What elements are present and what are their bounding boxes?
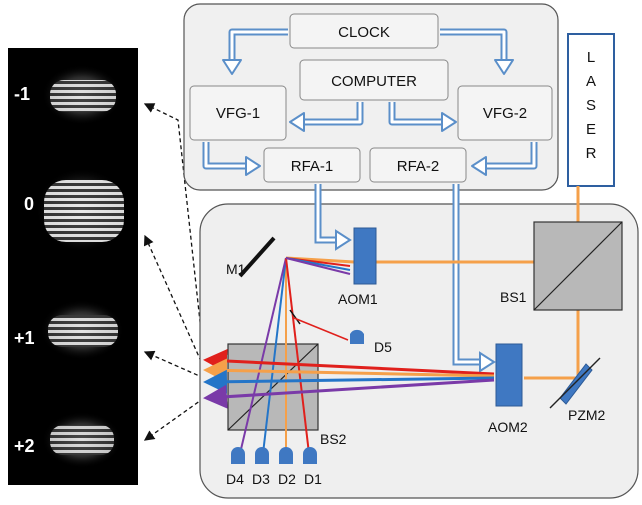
rf-line-rfa2-to-aom2 bbox=[452, 184, 496, 373]
laser-letter-l: L bbox=[587, 49, 595, 66]
vfg1-label: VFG-1 bbox=[216, 105, 260, 122]
order-label-plus1: +1 bbox=[14, 328, 35, 348]
fringe-image-panel: -1 0 +1 +2 bbox=[8, 48, 138, 485]
laser-letter-a: A bbox=[586, 73, 596, 90]
detector-d3 bbox=[255, 447, 269, 464]
rf-feed-lines bbox=[314, 184, 496, 373]
order-label-minus1: -1 bbox=[14, 84, 30, 104]
dashed-arrow-plus1 bbox=[143, 350, 205, 379]
aom2-label: AOM2 bbox=[488, 419, 528, 435]
arrow-computer-to-vfg1 bbox=[289, 102, 364, 132]
rfa1-label: RFA-1 bbox=[291, 158, 334, 175]
aom2: AOM2 bbox=[488, 343, 528, 435]
beam-purple-output bbox=[203, 378, 495, 409]
detector-d5 bbox=[350, 329, 364, 344]
clock-box bbox=[289, 13, 439, 49]
arrow-clock-to-vfg2 bbox=[440, 28, 514, 75]
beam-m1-to-d4 bbox=[237, 257, 287, 463]
m1-label: M1 bbox=[226, 261, 246, 277]
d2-label: D2 bbox=[278, 471, 296, 487]
dashed-arrow-plus2 bbox=[143, 397, 205, 441]
arrow-vfg2-to-rfa2 bbox=[471, 142, 538, 176]
vfg2-box bbox=[457, 85, 553, 141]
laser-letter-e: E bbox=[586, 121, 596, 138]
order-label-0: 0 bbox=[24, 194, 34, 214]
fringe-pattern-order-minus1 bbox=[42, 65, 122, 125]
laser-letter-s: S bbox=[586, 97, 596, 114]
clock-label: CLOCK bbox=[338, 24, 390, 41]
signal-arrows bbox=[202, 28, 538, 176]
fringe-pattern-order-0 bbox=[36, 168, 128, 252]
mirror-m1: M1 bbox=[226, 236, 276, 278]
bs2-label: BS2 bbox=[320, 431, 347, 447]
computer-label: COMPUTER bbox=[331, 73, 417, 90]
dashed-arrow-0 bbox=[143, 234, 205, 369]
order-mapping-arrows bbox=[143, 103, 205, 441]
rfa2-label: RFA-2 bbox=[397, 158, 440, 175]
d4-label: D4 bbox=[226, 471, 244, 487]
beam-orange-output bbox=[203, 358, 495, 383]
mirror-pzm2: PZM2 bbox=[549, 357, 606, 423]
arrow-clock-to-vfg1 bbox=[222, 28, 288, 75]
d1-label: D1 bbox=[304, 471, 322, 487]
diffracted-beams-aom2 bbox=[203, 349, 495, 409]
fringe-pattern-order-plus2 bbox=[42, 412, 122, 468]
laser-source: L A S E R bbox=[567, 33, 615, 187]
aom1: AOM1 bbox=[338, 227, 378, 307]
beam-purple-aom1 bbox=[285, 257, 351, 275]
aom1-label: AOM1 bbox=[338, 291, 378, 307]
control-electronics-panel: CLOCK COMPUTER VFG-1 VFG-2 RFA-1 RFA-2 bbox=[183, 3, 559, 191]
bs1-label: BS1 bbox=[500, 289, 527, 305]
d3-label: D3 bbox=[252, 471, 270, 487]
laser-box bbox=[567, 33, 615, 187]
dashed-arrow-minus1 bbox=[143, 103, 205, 359]
rfa1-box bbox=[263, 147, 361, 183]
arrow-vfg1-to-rfa1 bbox=[202, 142, 261, 176]
beam-m1-to-d3 bbox=[261, 257, 287, 463]
arrow-computer-to-vfg2 bbox=[388, 102, 457, 132]
diffracted-beams-m1 bbox=[237, 257, 351, 463]
d5-label: D5 bbox=[374, 339, 392, 355]
vfg1-box bbox=[189, 85, 287, 141]
beam-m1-to-d1 bbox=[285, 257, 311, 463]
vfg2-label: VFG-2 bbox=[483, 105, 527, 122]
pickoff-d5: D5 bbox=[289, 309, 392, 355]
fringe-pattern-order-plus1 bbox=[40, 300, 124, 360]
detector-row: D4 D3 D2 D1 bbox=[226, 447, 322, 487]
beam-red-output bbox=[203, 349, 495, 376]
detector-d2 bbox=[279, 447, 293, 464]
computer-box bbox=[299, 59, 449, 101]
detector-d4 bbox=[231, 447, 245, 464]
rfa2-box bbox=[369, 147, 467, 183]
order-label-plus2: +2 bbox=[14, 436, 35, 456]
rf-line-rfa1-to-aom1 bbox=[314, 184, 352, 251]
pzm2-label: PZM2 bbox=[568, 407, 606, 423]
beamsplitter-bs1: BS1 bbox=[500, 221, 623, 311]
beamsplitter-bs2: BS2 bbox=[227, 343, 347, 447]
detector-d1 bbox=[303, 447, 317, 464]
beam-blue-output bbox=[203, 369, 495, 394]
laser-letter-r: R bbox=[586, 145, 597, 162]
